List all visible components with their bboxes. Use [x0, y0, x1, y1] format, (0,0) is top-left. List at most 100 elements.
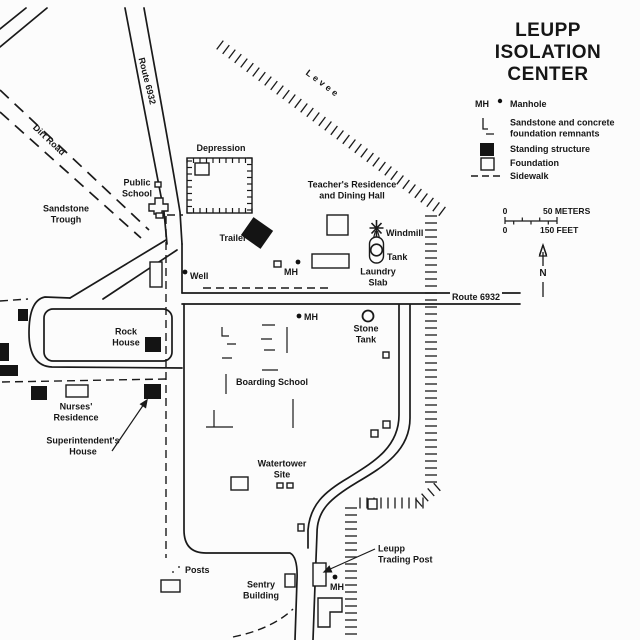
corner-road	[0, 7, 48, 48]
legend-remnants-label: Sandstone and concrete foundation remnan…	[510, 117, 615, 139]
foundation-east-3	[370, 429, 379, 438]
superintendents-house-structure	[144, 384, 161, 399]
windmill-tank-assembly	[368, 220, 385, 264]
depression-area	[186, 157, 253, 214]
sentry-building-label: Sentry Building	[243, 579, 279, 601]
boarding-school-label: Boarding School	[236, 376, 308, 387]
legend-sidewalk-label: Sidewalk	[510, 170, 549, 181]
structure-west-2	[0, 343, 9, 361]
legend-remnant-icon	[482, 118, 494, 135]
school-small-foundation-1	[154, 181, 162, 188]
tank-enclosure	[368, 236, 385, 264]
sentry-building-foundation	[284, 573, 296, 588]
foundation-near-road	[297, 523, 305, 532]
school-small-foundation-2	[155, 212, 164, 219]
scale-bar	[504, 217, 558, 225]
watertower-small-2	[286, 482, 294, 489]
posts-foundation	[160, 579, 181, 593]
foundation-near-mh1	[273, 260, 282, 268]
levee-hatch-vertical-1	[425, 215, 437, 483]
foundation-east-1	[382, 351, 390, 359]
tank-label: Tank	[387, 251, 408, 262]
manhole-dot-3	[332, 574, 338, 580]
well-dot	[182, 269, 188, 275]
teachers-foundation-square	[326, 214, 349, 236]
public-school-building	[148, 197, 169, 215]
trailer-label: Trailer	[219, 232, 247, 243]
legend-symbols	[471, 98, 503, 177]
junction-foundation	[149, 261, 163, 288]
north-arrow	[538, 242, 548, 297]
posts-label: Posts	[185, 564, 210, 575]
depression-inner-foundation	[194, 162, 210, 176]
trading-post-arrow	[327, 548, 376, 571]
sidewalk-west-exit	[0, 298, 29, 302]
trading-post-foundation	[312, 562, 327, 587]
tank-icon	[369, 243, 384, 257]
rock-house-structure	[145, 337, 161, 352]
legend-standing-structure-swatch	[480, 143, 494, 156]
legend-foundation-swatch	[480, 157, 495, 171]
manhole-dot-1	[295, 259, 301, 265]
callout-arrows	[111, 398, 376, 573]
roads	[0, 7, 521, 640]
nurses-residence-label: Nurses' Residence	[53, 401, 99, 423]
manhole-label-2: MH	[304, 311, 318, 322]
teachers-residence-label: Teacher's Residence and Dining Hall	[307, 179, 397, 201]
legend-standing-structure-label: Standing structure	[510, 143, 591, 154]
superintendents-house-label: Superintendent's House	[46, 435, 120, 457]
levee-corner-foundation	[367, 498, 378, 510]
boarding-school-remnants	[172, 324, 294, 573]
depression-label: Depression	[196, 142, 246, 153]
legend-foundation-label: Foundation	[510, 157, 559, 168]
levee-hatch-diagonal	[216, 40, 446, 217]
rock-house-label: Rock House	[112, 326, 140, 348]
dirt-road-lines	[0, 89, 150, 239]
manhole-label-3: MH	[330, 581, 344, 592]
laundry-slab-label: Laundry Slab	[360, 266, 396, 288]
scale-feet-label: 150 FEET	[540, 224, 579, 235]
levee-hatch-corner	[415, 482, 441, 507]
sidewalk-loop-south	[1, 378, 167, 383]
leupp-trading-post-label: Leupp Trading Post	[378, 543, 433, 565]
watertower-site-label: Watertower Site	[257, 458, 307, 480]
levee-hatch-row	[359, 497, 424, 509]
windmill-label: Windmill	[386, 227, 424, 238]
stone-tank-icon	[361, 309, 375, 323]
posts-marks	[172, 566, 180, 573]
structure-west-1	[18, 309, 28, 321]
field-road-east	[307, 304, 411, 640]
public-school-label: Public School	[121, 177, 153, 199]
standing-structures	[0, 217, 274, 400]
loop-road-outer	[28, 296, 183, 369]
watertower-small-1	[276, 482, 284, 489]
teachers-foundation-long	[311, 253, 350, 269]
nurses-residence-foundation	[65, 384, 89, 398]
field-road-west	[181, 243, 298, 640]
structure-west-3	[0, 365, 18, 376]
legend-mh-symbol: MH	[475, 98, 489, 109]
north-label: N	[539, 267, 547, 279]
loop-road-island	[43, 308, 173, 362]
legend-manhole-dot	[497, 98, 503, 104]
structure-near-nurses	[31, 386, 47, 400]
manhole-label-1: MH	[284, 266, 298, 277]
stone-tank-label: Stone Tank	[353, 323, 379, 345]
sandstone-trough-label: Sandstone Trough	[42, 203, 90, 225]
route-6932-east-label: Route 6932	[449, 291, 503, 303]
scale-meters-zero: 0	[502, 205, 508, 216]
point-symbols	[182, 259, 338, 580]
foundation-east-2	[382, 420, 391, 429]
l-shaped-foundation	[317, 597, 343, 628]
legend-manhole-label: Manhole	[510, 98, 547, 109]
map-title: LEUPP ISOLATION CENTER	[494, 20, 602, 85]
well-label: Well	[190, 270, 209, 281]
trailer-structure	[240, 217, 274, 249]
sidewalk-south-arc	[232, 608, 294, 638]
scale-meters-label: 50 METERS	[543, 205, 591, 216]
foundations	[65, 181, 391, 628]
superintendents-arrow	[111, 403, 145, 452]
fork-road	[69, 239, 178, 300]
levee-hatch-vertical-2	[345, 507, 357, 635]
